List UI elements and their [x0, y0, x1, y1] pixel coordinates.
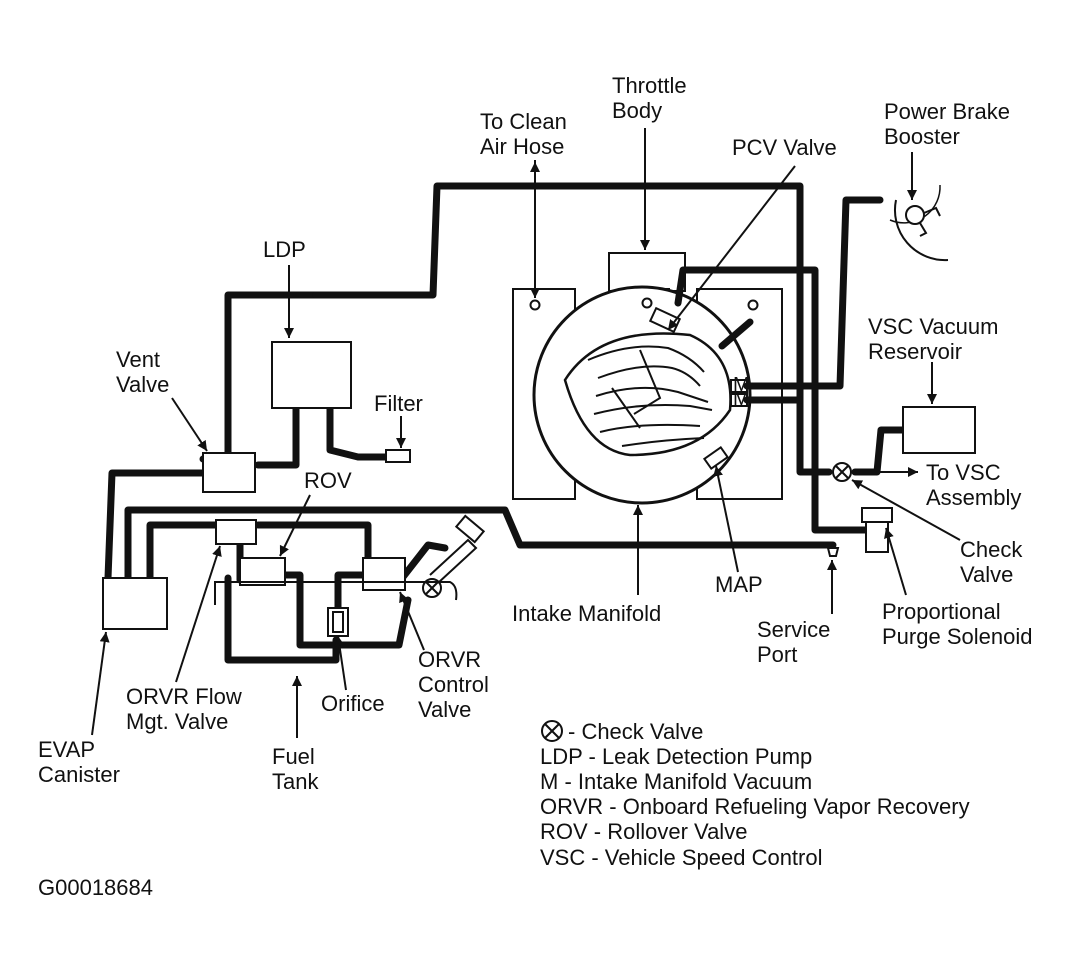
fuel-tank-label-2: Tank: [272, 769, 319, 794]
hose-pcv: [718, 318, 754, 350]
intake-manifold-assembly: M M: [512, 252, 783, 505]
hose-filler: [399, 541, 449, 581]
check-valve-icon: [832, 462, 852, 482]
vsc-reservoir-label-1: VSC Vacuum: [868, 314, 998, 339]
vent-valve-label-1: Vent: [116, 347, 160, 372]
manifold-port-right: [747, 299, 759, 311]
legend-item: ROV - Rollover Valve: [540, 819, 747, 844]
throttle-body-label-2: Body: [612, 98, 662, 123]
ldp-box: [271, 341, 352, 409]
map-label: MAP: [715, 572, 763, 597]
legend-item: M - Intake Manifold Vacuum: [540, 769, 812, 794]
service-port-label-1: Service: [757, 617, 830, 642]
filler-check-valve-icon: [422, 578, 442, 598]
hose-top-loop: [312, 182, 833, 476]
fuel-tank-label-1: Fuel: [272, 744, 315, 769]
components: [102, 184, 976, 637]
figure-id: G00018684: [38, 875, 153, 900]
vacuum-hoses: [104, 182, 910, 664]
orvr-flow-label-2: Mgt. Valve: [126, 709, 228, 734]
orvr-control-label-2: Control: [418, 672, 489, 697]
orvr-control-label-3: Valve: [418, 697, 471, 722]
hose-flow-to-rov: [254, 521, 372, 564]
evap-canister-box: [102, 577, 168, 630]
hose-rov-orifice: [280, 571, 412, 649]
purge-solenoid-label-1: Proportional: [882, 599, 1001, 624]
clean-air-label-2: Air Hose: [480, 134, 564, 159]
check-valve-label-2: Valve: [960, 562, 1013, 587]
legend-check-valve-icon: [541, 720, 563, 742]
clean-air-label-1: To Clean: [480, 109, 567, 134]
filler-neck-icon: [429, 514, 486, 584]
orvr-control-label-1: ORVR: [418, 647, 481, 672]
hose-throttle-to-right: [674, 266, 870, 534]
vsc-reservoir-box: [902, 406, 976, 454]
power-brake-booster-icon: [889, 184, 949, 262]
hose-tank-loop: [224, 574, 340, 664]
clean-air-port: [529, 299, 541, 311]
legend-item: VSC - Vehicle Speed Control: [540, 845, 823, 870]
vent-valve-label-2: Valve: [116, 372, 169, 397]
rov-label: ROV: [304, 468, 352, 493]
hose-ldp-filter: [326, 402, 390, 461]
brake-booster-label-2: Booster: [884, 124, 960, 149]
vsc-reservoir-label-2: Reservoir: [868, 339, 962, 364]
throttle-body-label-1: Throttle: [612, 73, 687, 98]
leader-arrows: [91, 128, 961, 738]
filter-box: [385, 449, 411, 463]
hose-main-purge: [124, 506, 837, 582]
manifold-runners: [587, 345, 713, 447]
hose-m-to-booster: [743, 196, 884, 390]
legend: - Check Valve LDP - Leak Detection Pump …: [540, 719, 970, 870]
orvr-flow-valve-box: [215, 519, 257, 545]
evap-canister-label-2: Canister: [38, 762, 120, 787]
orvr-control-valve-box: [362, 557, 406, 591]
m-bottom-label: M: [733, 388, 750, 410]
component-labels: Throttle Body To Clean Air Hose PCV Valv…: [38, 73, 1032, 794]
orvr-flow-label-1: ORVR Flow: [126, 684, 242, 709]
intake-manifold-label: Intake Manifold: [512, 601, 661, 626]
orifice-label: Orifice: [321, 691, 385, 716]
hose-ldp-left: [254, 402, 300, 469]
pcv-valve-label: PCV Valve: [732, 135, 837, 160]
service-port-label-2: Port: [757, 642, 797, 667]
legend-item: LDP - Leak Detection Pump: [540, 744, 812, 769]
to-vsc-label-2: Assembly: [926, 485, 1021, 510]
hose-flow-valve-canister: [146, 521, 220, 582]
to-vsc-label-1: To VSC: [926, 460, 1001, 485]
legend-item: - Check Valve: [568, 719, 703, 744]
hose-vent-to-canister: [104, 469, 207, 582]
m-top-label: M: [733, 374, 750, 396]
orifice-inner: [332, 611, 344, 633]
throttle-port: [641, 297, 653, 309]
hose-orvr-orifice: [334, 571, 367, 614]
filter-label: Filter: [374, 391, 423, 416]
throttle-body-box: [608, 252, 686, 292]
brake-booster-label-1: Power Brake: [884, 99, 1010, 124]
ldp-label: LDP: [263, 237, 306, 262]
legend-item: ORVR - Onboard Refueling Vapor Recovery: [540, 794, 970, 819]
purge-solenoid-cap: [861, 507, 893, 523]
check-valve-label-1: Check: [960, 537, 1023, 562]
fuel-tank-outline: [214, 581, 458, 605]
service-port-fitting: [826, 547, 840, 557]
map-sensor: [702, 445, 730, 471]
rov-box: [239, 557, 286, 586]
vent-valve-box: [202, 452, 256, 493]
evap-canister-label-1: EVAP: [38, 737, 95, 762]
hose-check-to-reservoir: [851, 426, 910, 476]
purge-solenoid-label-2: Purge Solenoid: [882, 624, 1032, 649]
